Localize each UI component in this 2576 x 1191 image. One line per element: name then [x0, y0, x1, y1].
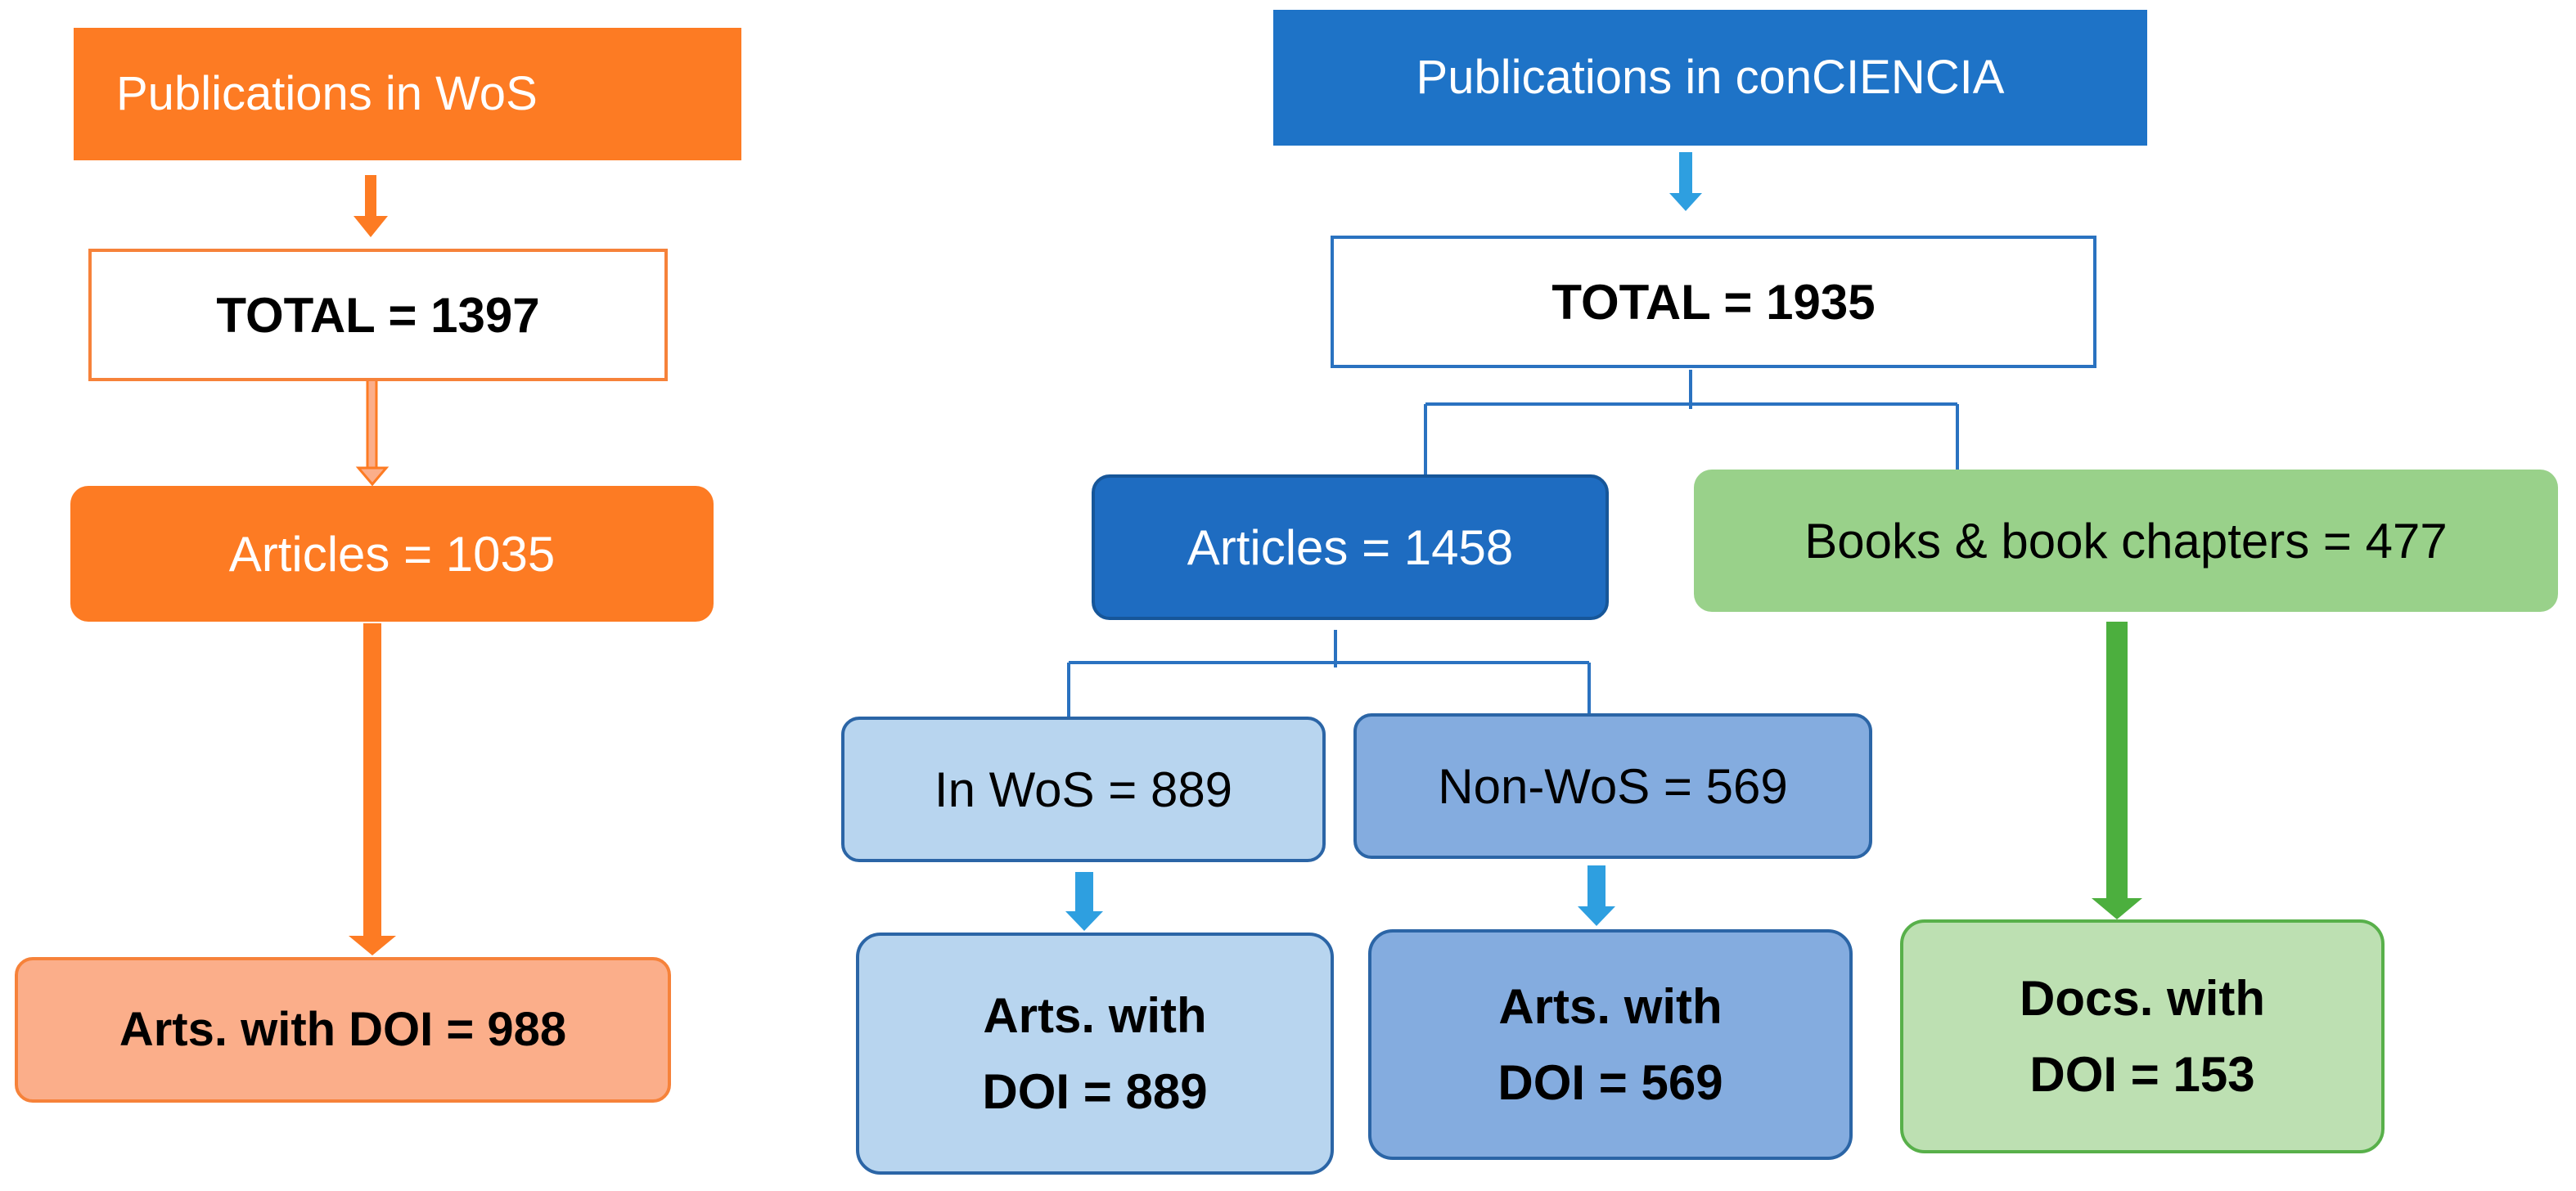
conciencia-articles-box: Articles = 1458: [1092, 474, 1609, 620]
arrow-wos-total-to-articles: [355, 378, 390, 487]
conciencia-total: TOTAL = 1935: [1551, 274, 1876, 330]
conciencia-total-box: TOTAL = 1935: [1331, 236, 2096, 368]
arrow-wos-title-to-total: [354, 175, 388, 237]
conciencia-books-box: Books & book chapters = 477: [1694, 470, 2558, 612]
wos-doi-box: Arts. with DOI = 988: [15, 957, 671, 1103]
books-doi-line2: DOI = 153: [2029, 1047, 2255, 1102]
bracket-total-to-categories: [1424, 370, 1959, 474]
wos-articles: Articles = 1035: [228, 526, 556, 582]
conciencia-non-wos-doi-box: Arts. with DOI = 569: [1368, 929, 1853, 1160]
conciencia-books: Books & book chapters = 477: [1804, 513, 2448, 569]
wos-articles-box: Articles = 1035: [70, 486, 714, 622]
wos-total-box: TOTAL = 1397: [88, 249, 668, 381]
wos-total: TOTAL = 1397: [216, 287, 540, 343]
conciencia-title: Publications in conCIENCIA: [1416, 51, 2005, 105]
in-wos-doi-line1: Arts. with: [983, 988, 1207, 1043]
wos-arts-with-doi: Arts. with DOI = 988: [119, 1003, 567, 1057]
arrow-nonwos-to-doi: [1578, 865, 1615, 926]
non-wos-doi-line2: DOI = 569: [1497, 1055, 1723, 1110]
arrow-inwos-to-doi: [1065, 872, 1103, 931]
wos-title-box: Publications in WoS: [74, 28, 741, 160]
conciencia-articles: Articles = 1458: [1187, 519, 1514, 575]
bracket-articles-to-subtypes: [1067, 630, 1591, 717]
conciencia-title-box: Publications in conCIENCIA: [1273, 10, 2147, 146]
books-doi-line1: Docs. with: [2019, 971, 2266, 1026]
conciencia-in-wos-box: In WoS = 889: [841, 717, 1326, 862]
conciencia-books-doi-box: Docs. with DOI = 153: [1900, 919, 2385, 1153]
conciencia-non-wos-box: Non-WoS = 569: [1353, 713, 1872, 859]
conciencia-in-wos-doi-box: Arts. with DOI = 889: [856, 933, 1334, 1175]
wos-title: Publications in WoS: [116, 67, 538, 121]
conciencia-non-wos: Non-WoS = 569: [1438, 758, 1788, 814]
conciencia-in-wos: In WoS = 889: [934, 762, 1233, 817]
arrow-con-title-to-total: [1669, 152, 1702, 211]
arrow-books-to-doi: [2092, 622, 2142, 919]
arrow-wos-articles-to-doi: [349, 623, 396, 955]
in-wos-doi-line2: DOI = 889: [982, 1064, 1208, 1119]
non-wos-doi-line1: Arts. with: [1498, 979, 1723, 1034]
